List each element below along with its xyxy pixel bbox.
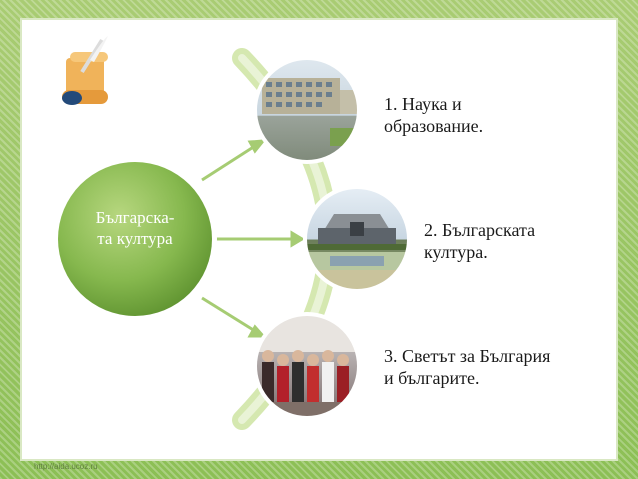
item-world-line1: 3. Светът за България [384,346,551,366]
center-label-line2: та култура [97,229,173,248]
item-world-line2: и българите. [384,368,480,388]
watermark-url: http://aida.ucoz.ru [34,462,98,471]
item-culture-line1: 2. Българската [424,220,536,240]
item-culture-line2: култура. [424,242,488,262]
connector-arrows [201,139,305,338]
item-culture-label: 2. Българската култура. [424,219,535,263]
item-science-label: 1. Наука и образование. [384,93,483,137]
item-world-label: 3. Светът за България и българите. [384,345,550,389]
center-circle-label: Българска- та култура [68,207,202,249]
center-label-line1: Българска- [95,208,175,227]
scroll-quill-icon [62,36,108,105]
item-science-line1: 1. Наука и [384,94,462,114]
item-science-line2: образование. [384,116,484,136]
photo-circle-science [255,58,359,162]
